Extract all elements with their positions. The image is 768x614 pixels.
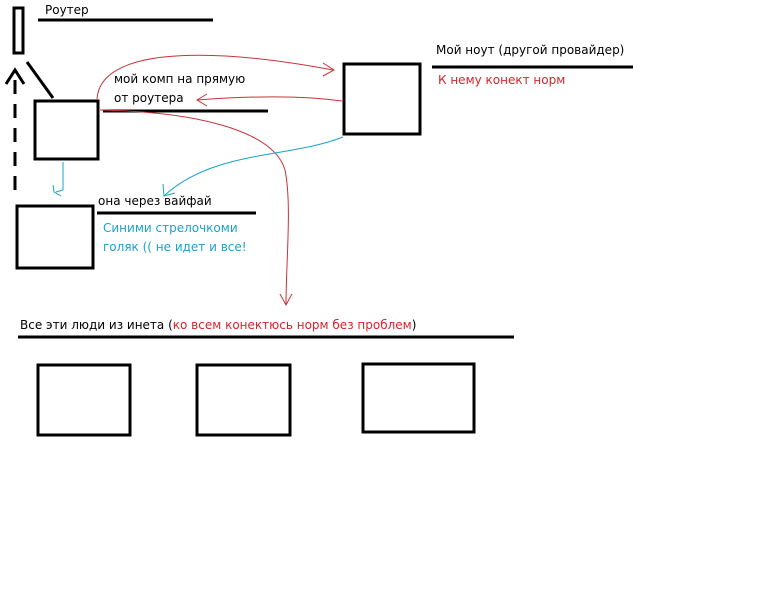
internet-user-box-1 xyxy=(36,363,132,437)
router-label: Роутер xyxy=(45,3,89,17)
internet-user-box-3 xyxy=(361,362,476,434)
router-dashed-arrowhead xyxy=(4,67,26,85)
blue-note-line2: голяк (( не идет и все! xyxy=(103,240,247,254)
my-pc-label-line2: от роутера xyxy=(114,91,184,105)
internet-user-box-2 xyxy=(195,363,292,437)
blue-arrowhead-wifi-right xyxy=(162,183,176,197)
router-box xyxy=(12,6,25,55)
router-to-pc-cable xyxy=(25,61,55,99)
red-arrow-laptop-to-pc xyxy=(196,96,343,102)
wifi-label: она через вайфай xyxy=(98,194,212,208)
my-pc-box xyxy=(33,99,100,161)
my-pc-label-line1: мой комп на прямую xyxy=(114,72,246,86)
wifi-device-box xyxy=(15,204,95,270)
internet-label-red: ко всем конектюсь норм без проблем xyxy=(172,318,412,332)
laptop-box xyxy=(342,62,422,136)
red-arrow-pc-to-internet xyxy=(99,109,289,306)
blue-arrow-pc-to-wifi xyxy=(55,162,64,193)
blue-arrow-laptop-to-wifi xyxy=(164,136,344,196)
laptop-label: Мой ноут (другой провайдер) xyxy=(436,43,625,57)
blue-note-line1: Синими стрелочкоми xyxy=(103,221,238,235)
red-arrow-pc-to-laptop xyxy=(96,54,334,100)
blue-arrowhead-wifi-left xyxy=(52,184,62,197)
internet-label-prefix: Все эти люди из инета ( xyxy=(20,318,173,332)
laptop-note: К нему конект норм xyxy=(438,73,566,87)
red-arrowhead-pc xyxy=(196,93,208,107)
internet-label-suffix: ) xyxy=(411,318,417,332)
internet-label: Все эти люди из инета (ко всем конектюсь… xyxy=(20,318,416,333)
red-arrowhead-laptop xyxy=(322,62,335,77)
red-arrowhead-internet xyxy=(279,293,293,307)
